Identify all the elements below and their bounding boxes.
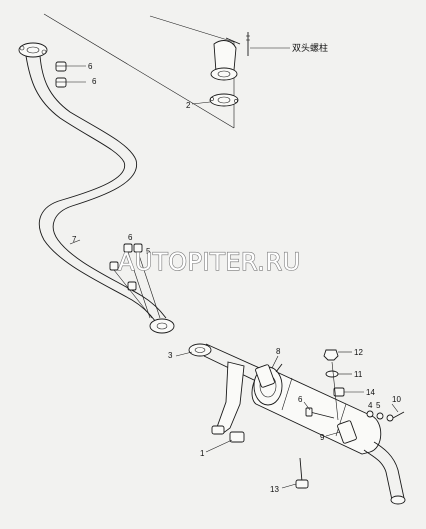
leader-2 [191, 101, 211, 105]
label-2: 2 [186, 101, 191, 110]
bolt-axis [331, 361, 339, 421]
clamp-8 [255, 363, 283, 388]
mid-flange-2 [188, 343, 212, 357]
leader-7 [69, 239, 81, 245]
label-9: 9 [320, 433, 325, 442]
leader-13 [281, 483, 297, 489]
leader-10 [391, 403, 399, 413]
label-13: 13 [270, 485, 279, 494]
bolt-10 [392, 411, 405, 419]
inset-elbow [210, 37, 241, 81]
label-5: 5 [146, 247, 151, 256]
nut-6-upper [55, 61, 67, 72]
hanger-bracket [211, 361, 245, 443]
label-1: 1 [200, 449, 205, 458]
leader-9 [325, 431, 341, 437]
inset-stud [246, 32, 250, 56]
label-8: 8 [276, 347, 281, 356]
washer-11 [325, 370, 339, 378]
leader-1 [205, 439, 233, 453]
guide-line-top [43, 13, 235, 129]
label-stud-cn: 双头螺柱 [292, 42, 328, 54]
bolt-6-lower [305, 407, 335, 419]
label-6b: 6 [92, 77, 97, 86]
label-3: 3 [168, 351, 173, 360]
leader-6d [303, 401, 311, 411]
label-4: 4 [368, 401, 373, 410]
leader-3 [175, 351, 193, 357]
label-11: 11 [354, 370, 363, 379]
label-7: 7 [72, 235, 77, 244]
front-pipe [25, 55, 167, 323]
nut-12 [323, 349, 339, 361]
bolt-13 [295, 457, 309, 489]
leader-8 [271, 355, 279, 369]
label-10: 10 [392, 395, 401, 404]
mid-flange [149, 318, 175, 334]
watermark: AUTOPITER.RU [118, 248, 301, 276]
label-6c: 6 [128, 233, 133, 242]
tail-pipe [363, 441, 406, 505]
label-12: 12 [354, 348, 363, 357]
label-6a: 6 [88, 62, 93, 71]
label-14: 14 [366, 388, 375, 397]
washers-4-5 [366, 410, 394, 422]
inset-gasket [209, 93, 239, 107]
label-6d: 6 [298, 395, 303, 404]
front-flange [18, 42, 48, 58]
guide-line-upper [149, 15, 235, 43]
stud-group [109, 243, 161, 319]
label-5b: 5 [376, 401, 381, 410]
nut-6-lower [55, 77, 67, 88]
clamp-9 [337, 420, 357, 444]
